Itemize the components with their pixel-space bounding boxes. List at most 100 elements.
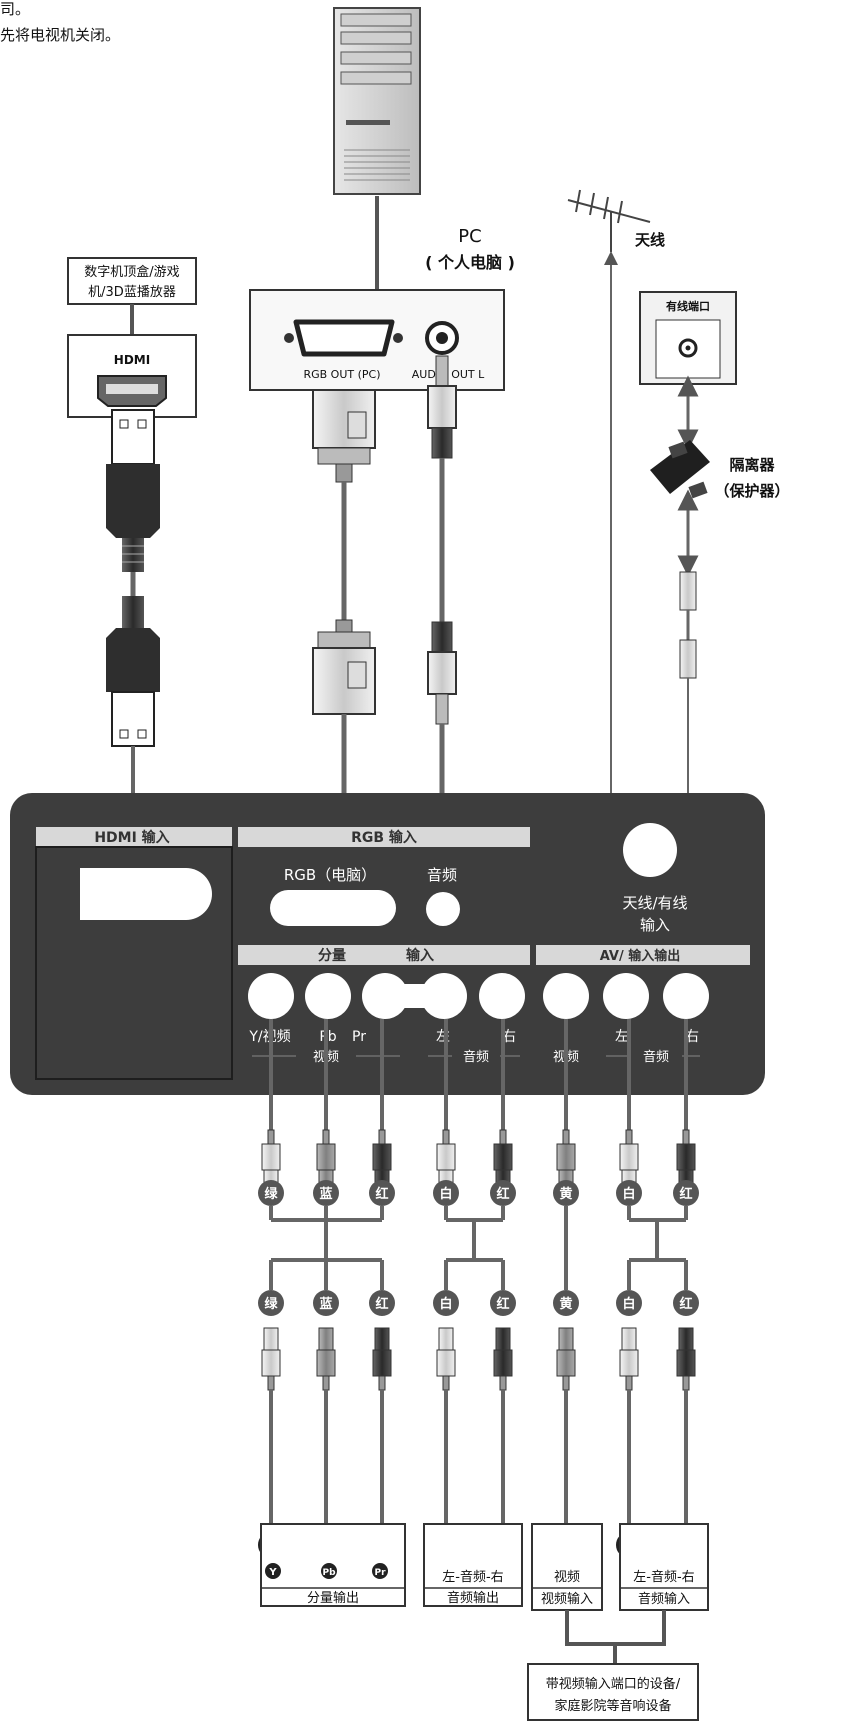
component-y-badge-top: 绿: [258, 1180, 284, 1206]
component-audio-r-plug-bottom: [493, 1327, 513, 1391]
pb-output-mark: Pb: [322, 1568, 336, 1578]
component-audio-right-port: [479, 973, 525, 1019]
component-audio-l-badge-top: 白: [433, 1180, 459, 1206]
bottom-device-box: [527, 1663, 699, 1721]
av-video-badge-bottom: 黄: [553, 1290, 579, 1316]
video-input-label: 视频输入: [541, 1591, 593, 1607]
component-pb-plug-bottom: [316, 1327, 336, 1391]
rca-cables: 绿蓝红白红黄白红绿蓝红白红黄白红: [258, 1019, 699, 1558]
av-bar: [536, 945, 750, 965]
hdmi-cable-plug-top: [106, 409, 160, 572]
component-input-bar: [238, 945, 530, 965]
av-audio-l-plug-bottom: [619, 1327, 639, 1391]
rgb-input-label: RGB 输入: [351, 829, 417, 846]
component-right-label: 右: [502, 1029, 516, 1045]
rgb-audio-label: 音频: [427, 866, 457, 884]
hdmi-source-port-label: HDMI: [114, 353, 150, 367]
audio-cable-plug-bottom: [427, 621, 457, 725]
cable-port-jack-icon: [678, 338, 698, 358]
coax-connector-icon: [679, 571, 697, 679]
component-audio-l-badge-bottom-text: 白: [439, 1296, 452, 1312]
antenna-icon: [567, 189, 651, 252]
vga-port-icon: [284, 319, 403, 357]
pr-label: Pr: [352, 1029, 366, 1045]
audio-output-label: 音频输出: [447, 1590, 499, 1606]
component-output-label: 分量输出: [307, 1590, 359, 1606]
av-video-badge-bottom-text: 黄: [559, 1296, 572, 1312]
component-audio-l-badge-bottom: 白: [433, 1290, 459, 1316]
component-pb-badge-top-text: 蓝: [319, 1186, 332, 1202]
component-audio-r-badge-top-text: 红: [496, 1186, 509, 1202]
av-right-label: 右: [685, 1029, 699, 1045]
antenna-input-port: [623, 823, 677, 877]
hdmi-section-frame: [35, 846, 233, 1080]
cable-port-label: 有线端口: [666, 299, 710, 313]
vga-cable-plug-top: [312, 389, 376, 483]
pb-output-mark-icon: [321, 1563, 337, 1579]
audio-out-jack-icon: [425, 321, 459, 355]
vga-cable-plug-bottom: [312, 619, 376, 715]
av-label: AV/ 输入输出: [600, 948, 681, 964]
pc-label: PC: [458, 226, 481, 247]
component-y-badge-bottom-text: 绿: [264, 1296, 278, 1312]
pb-label: Pb: [319, 1029, 336, 1045]
isolator-icon: [650, 440, 710, 499]
component-y-badge-top-text: 绿: [264, 1186, 278, 1202]
av-audio-l-badge-top: 白: [616, 1180, 642, 1206]
av-audio-r-badge-bottom: 红: [673, 1290, 699, 1316]
component-pr-badge-bottom: 红: [369, 1290, 395, 1316]
av-audio-left-port: [603, 973, 649, 1019]
av-video-plug-bottom: [556, 1327, 576, 1391]
intro-line-2: 先将电视机关闭。: [0, 26, 120, 44]
hdmi-source-label-line1: 数字机顶盒/游戏: [84, 264, 179, 280]
component-audio-r-badge-bottom-text: 红: [496, 1296, 509, 1312]
component-audio-left-port: [421, 973, 467, 1019]
y-output-mark-icon: [265, 1563, 281, 1579]
av-video-port: [543, 973, 589, 1019]
audio-input-label: 音频输入: [638, 1591, 690, 1607]
pr-output-mark: Pr: [374, 1568, 386, 1578]
vga-input-port: [270, 890, 396, 926]
hdmi-cable-plug-bottom: [106, 596, 160, 747]
antenna-label: 天线: [635, 231, 665, 249]
av-audio-sublabel: 音频: [643, 1049, 669, 1065]
pc-rgb-out-label: RGB OUT (PC): [303, 368, 380, 381]
component-pb-badge-bottom-text: 蓝: [319, 1296, 332, 1312]
av-audio-r-badge-bottom-text: 红: [679, 1296, 692, 1312]
av-audio-r-badge-top: 红: [673, 1180, 699, 1206]
component-output-device: Y Pb Pr 分量输出: [260, 1523, 406, 1607]
component-pb-badge-bottom: 蓝: [313, 1290, 339, 1316]
component-pr-badge-top: 红: [369, 1180, 395, 1206]
av-video-badge-top: 黄: [553, 1180, 579, 1206]
component-pb-badge-top: 蓝: [313, 1180, 339, 1206]
component-input-label-b: 输入: [406, 947, 434, 964]
hdmi-input-label: HDMI 输入: [94, 829, 169, 846]
component-audio-r-badge-bottom: 红: [490, 1290, 516, 1316]
rgb-pc-label: RGB（电脑）: [284, 866, 376, 884]
pr-output-mark-icon: [372, 1563, 388, 1579]
component-y-plug-bottom: [261, 1327, 281, 1391]
av-audio-l-badge-bottom: 白: [616, 1290, 642, 1316]
component-audio-sublabel: 音频: [463, 1049, 489, 1065]
bottom-device-label-1: 带视频输入端口的设备/: [546, 1676, 681, 1692]
antenna-cable-input-label-1: 天线/有线: [622, 894, 687, 912]
hdmi-input-bar: [36, 827, 232, 847]
component-y-port: [248, 973, 294, 1019]
component-y-badge-bottom: 绿: [258, 1290, 284, 1316]
component-audio-r-badge-top: 红: [490, 1180, 516, 1206]
av-audio-l-badge-bottom-text: 白: [622, 1296, 635, 1312]
rgb-input-bar: [238, 827, 530, 847]
isolator-label-2: （保护器）: [714, 482, 789, 500]
y-output-mark: Y: [268, 1567, 277, 1578]
component-input-label-a: 分量: [318, 948, 346, 964]
component-pr-plug-bottom: [372, 1327, 392, 1391]
pc-sublabel: ( 个人电脑 ): [425, 253, 515, 272]
video-input-device: 视频 视频输入: [531, 1523, 603, 1611]
av-left-label: 左: [615, 1029, 629, 1045]
rgb-audio-input-port: [426, 892, 460, 926]
antenna-cable-input-label-2: 输入: [640, 916, 670, 934]
component-pr-badge-top-text: 红: [375, 1186, 388, 1202]
tv-rear-panel: [10, 793, 765, 1095]
av-video-badge-top-text: 黄: [559, 1186, 572, 1202]
